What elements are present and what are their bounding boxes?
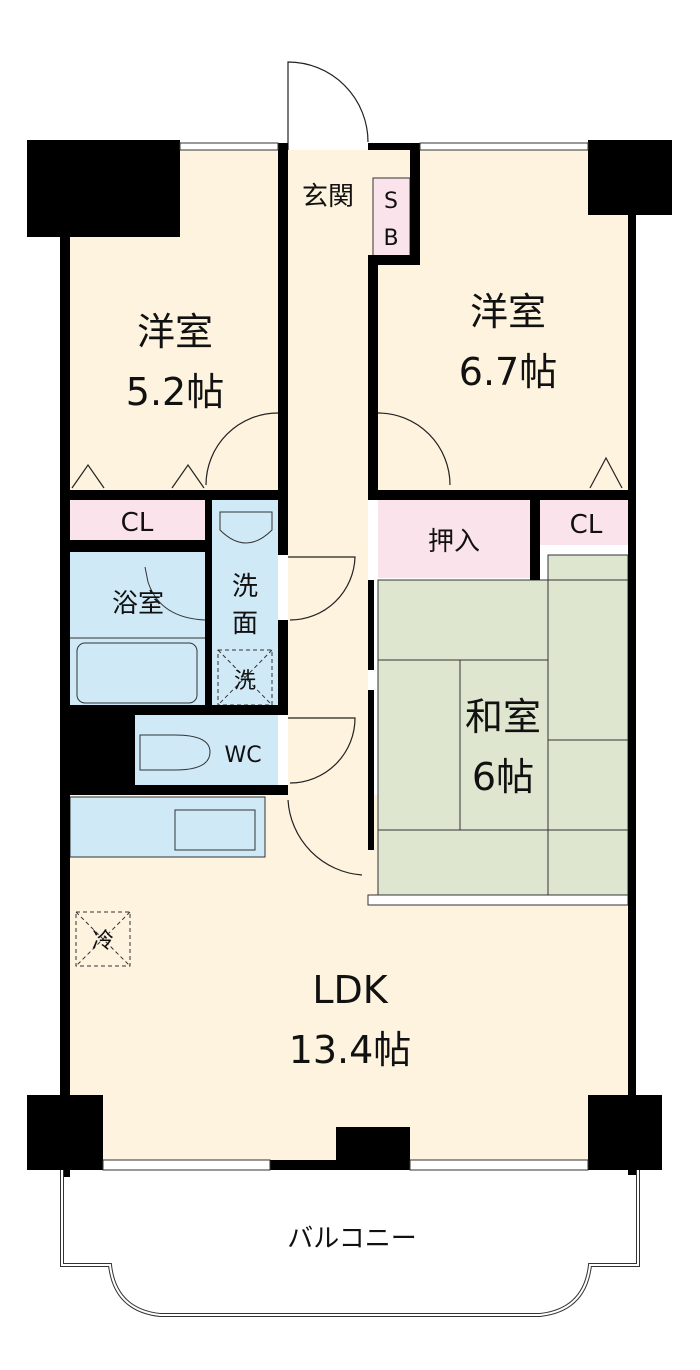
room-japanese-name: 和室 (465, 695, 541, 739)
washroom-label-2: 面 (232, 609, 258, 639)
entrance-label: 玄関 (302, 182, 354, 212)
corridor-floor (288, 240, 368, 800)
oshiire (378, 500, 530, 578)
room-western-2-name: 洋室 (470, 290, 546, 334)
walls (27, 140, 672, 1177)
door-swings (71, 61, 623, 876)
sink (174, 809, 256, 851)
closet-right (540, 500, 628, 545)
shoe-box-label-s: S (384, 189, 398, 214)
room-western-2-size: 6.7帖 (459, 350, 557, 394)
closet-right-label: CL (570, 510, 603, 540)
ldk-size: 13.4帖 (289, 1028, 412, 1072)
bath-door-icon (144, 566, 206, 621)
closet-left-label: CL (121, 508, 154, 538)
room-western-1-size: 5.2帖 (126, 370, 224, 414)
ldk-name: LDK (312, 968, 388, 1012)
bath-label: 浴室 (112, 589, 164, 619)
fridge-label: 冷 (92, 929, 114, 954)
balcony-label: バルコニー (287, 1224, 416, 1254)
toilet-icon (139, 734, 211, 771)
windows (102, 142, 589, 1171)
room-western-1-name: 洋室 (137, 310, 213, 354)
closet-left (70, 500, 205, 540)
tatami-edge (367, 894, 629, 906)
bathtub (76, 642, 198, 704)
fridge-space (75, 911, 131, 967)
washroom-label-1: 洗 (232, 572, 258, 602)
laundry-label: 洗 (234, 669, 256, 694)
toilet-label: WC (224, 743, 261, 768)
tatami (377, 554, 629, 896)
shoe-box-label-b: B (383, 226, 398, 251)
room-japanese-size: 6帖 (472, 755, 534, 799)
wash-basin-icon (219, 511, 273, 544)
oshiire-label: 押入 (428, 527, 480, 557)
